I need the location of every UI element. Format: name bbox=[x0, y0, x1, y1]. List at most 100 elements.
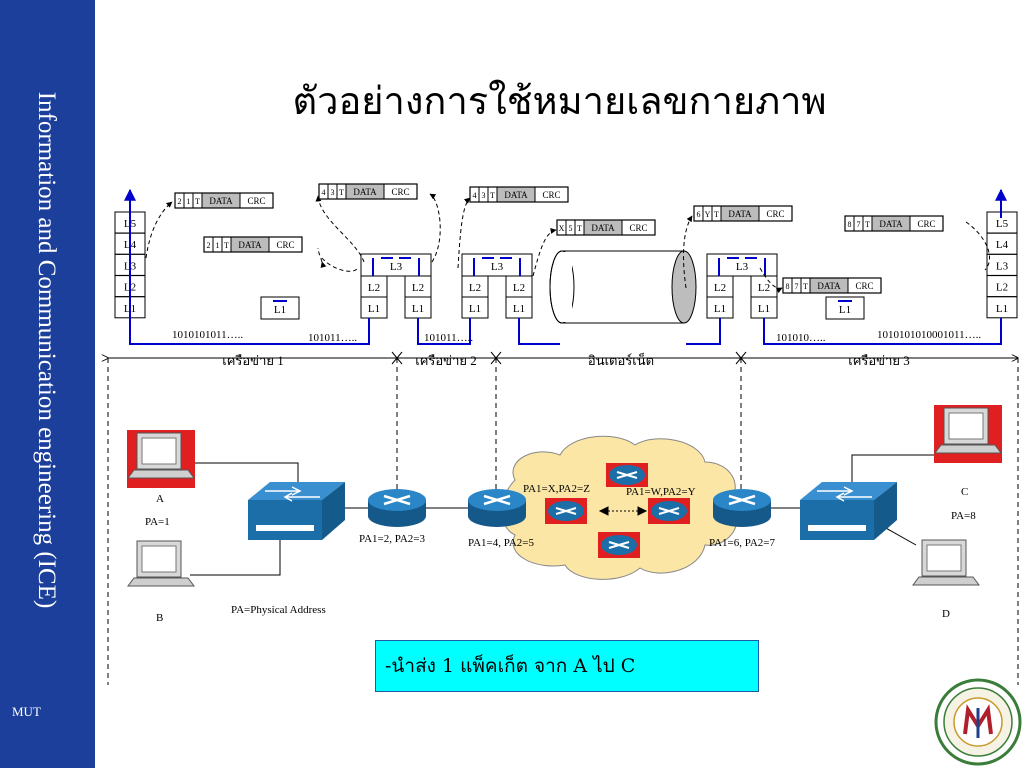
layer-label: L1 bbox=[996, 303, 1008, 315]
frame-field: CRC bbox=[766, 209, 784, 219]
cloud-router-right-label: PA1=W,PA2=Y bbox=[626, 486, 696, 498]
frame-field: 3 bbox=[331, 188, 335, 197]
segment-label-net3: เครือข่าย 3 bbox=[848, 353, 909, 368]
layer-label: L1 bbox=[368, 303, 380, 315]
frame-field: 4 bbox=[322, 188, 326, 197]
layer-label: L2 bbox=[469, 282, 481, 294]
layer-label: L1 bbox=[274, 304, 286, 316]
frame-field: DATA bbox=[591, 223, 615, 233]
router-3-label: PA1=6, PA2=7 bbox=[709, 537, 776, 549]
layer-label: L2 bbox=[758, 282, 770, 294]
layer-label: L3 bbox=[390, 261, 403, 273]
switch-right bbox=[800, 482, 897, 540]
segment-label-net1: เครือข่าย 1 bbox=[222, 353, 283, 368]
bit-stream-2: 101011….. bbox=[308, 332, 357, 344]
host-c-pa: PA=8 bbox=[951, 510, 976, 522]
sidebar: Information and Communication engineerin… bbox=[0, 0, 95, 768]
cloud-router-right bbox=[648, 498, 690, 524]
sidebar-footer: MUT bbox=[12, 704, 41, 719]
cloud-path-arrow bbox=[598, 506, 648, 516]
internet-cloud bbox=[501, 435, 738, 580]
switch-left bbox=[248, 482, 345, 540]
frame-field: 2 bbox=[178, 197, 182, 206]
segment-label-internet: อินเตอร์เน็ต bbox=[588, 351, 654, 368]
frame-field: CRC bbox=[247, 196, 265, 206]
frame-field: DATA bbox=[504, 190, 528, 200]
layer-label: L2 bbox=[412, 282, 424, 294]
encapsulation-arrows bbox=[145, 193, 990, 294]
bit-stream-5: 1010101010001011….. bbox=[877, 329, 981, 341]
frame-field: CRC bbox=[629, 223, 647, 233]
frame-field: 4 bbox=[473, 191, 477, 200]
switch-left-stack: L1 bbox=[260, 296, 300, 320]
frame-field: 8 bbox=[848, 220, 852, 229]
computer-b-icon bbox=[127, 540, 195, 587]
layer-label: L2 bbox=[714, 282, 726, 294]
router-2 bbox=[468, 489, 526, 527]
cloud-router-bottom bbox=[598, 532, 640, 558]
frame-field: 3 bbox=[482, 191, 486, 200]
layer-label: L2 bbox=[513, 282, 525, 294]
switch-right-stack: L1 bbox=[825, 296, 865, 320]
frame-field: T bbox=[577, 224, 582, 233]
cloud-router-left bbox=[545, 498, 587, 524]
layer-label: L2 bbox=[996, 282, 1008, 294]
frame-field: DATA bbox=[728, 209, 752, 219]
internet-cylinder bbox=[549, 250, 697, 324]
frame-field: DATA bbox=[879, 219, 903, 229]
frame-field: CRC bbox=[276, 240, 294, 250]
cloud-router-top bbox=[606, 463, 648, 487]
note-box: -นำส่ง 1 แพ็คเก็ต จาก A ไป C bbox=[375, 640, 759, 692]
frame-field: Y bbox=[705, 210, 711, 219]
frame-field: T bbox=[714, 210, 719, 219]
frame-field: CRC bbox=[391, 187, 409, 197]
frame-field: 1 bbox=[216, 241, 220, 250]
computer-a-icon bbox=[127, 430, 195, 488]
bit-stream-1: 1010101011….. bbox=[172, 329, 243, 341]
host-b-label: B bbox=[156, 612, 163, 624]
frame-field: T bbox=[865, 220, 870, 229]
frame-field: DATA bbox=[209, 196, 233, 206]
frame-field: T bbox=[803, 282, 808, 291]
layer-label: L2 bbox=[368, 282, 380, 294]
bit-stream-4: 101010….. bbox=[776, 332, 826, 344]
bit-stream-3: 101011….. bbox=[424, 332, 473, 344]
frame-field: 1 bbox=[187, 197, 191, 206]
layer-label: L1 bbox=[714, 303, 726, 315]
legend-physical-address: PA=Physical Address bbox=[231, 604, 326, 616]
host-a-pa: PA=1 bbox=[145, 516, 170, 528]
layer-label: L1 bbox=[839, 304, 851, 316]
computer-d-icon bbox=[912, 539, 980, 586]
frame-field: 2 bbox=[207, 241, 211, 250]
host-c-label: C bbox=[961, 486, 968, 498]
layer-label: L3 bbox=[736, 261, 749, 273]
frame-field: T bbox=[339, 188, 344, 197]
frame-field: 7 bbox=[795, 282, 799, 291]
router-2-label: PA1=4, PA2=5 bbox=[468, 537, 535, 549]
frame-field: 7 bbox=[857, 220, 861, 229]
frame-field: DATA bbox=[817, 281, 841, 291]
frame-field: 6 bbox=[697, 210, 701, 219]
frame-field: DATA bbox=[238, 240, 262, 250]
university-logo-icon bbox=[934, 678, 1022, 766]
layer-label: L5 bbox=[996, 218, 1009, 230]
computer-c-icon bbox=[934, 405, 1002, 463]
frame-field: T bbox=[490, 191, 495, 200]
frame-field: CRC bbox=[855, 281, 873, 291]
frame-field: DATA bbox=[353, 187, 377, 197]
frame-field: T bbox=[224, 241, 229, 250]
layer-label: L1 bbox=[412, 303, 424, 315]
frame-field: X bbox=[559, 224, 565, 233]
segment-label-net2: เครือข่าย 2 bbox=[415, 353, 476, 368]
page-title: ตัวอย่างการใช้หมายเลขกายภาพ bbox=[292, 79, 827, 123]
